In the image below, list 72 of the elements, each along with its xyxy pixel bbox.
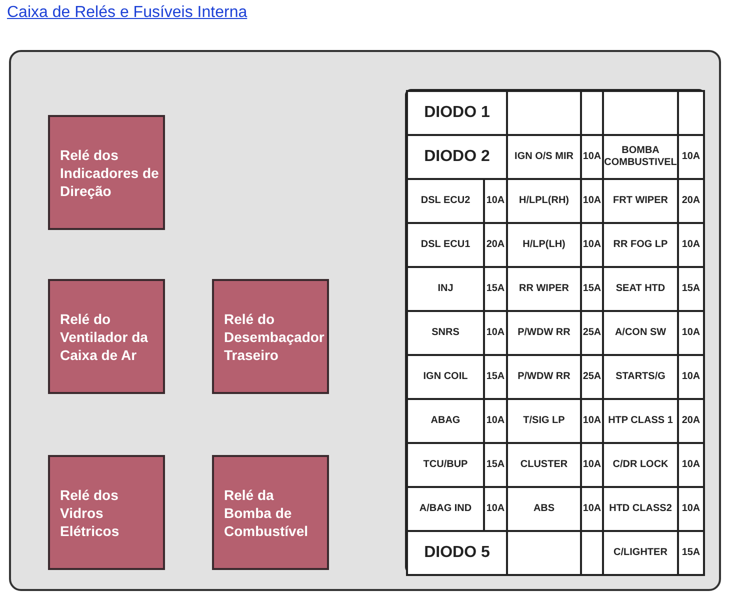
fuse-label: ABAG <box>430 415 460 427</box>
fuse-label: 15A <box>682 547 700 559</box>
relay-label: Relé do Desembaçador Traseiro <box>224 310 324 364</box>
fuse-label: 20A <box>486 239 505 251</box>
fuse-label: BOMBA COMBUSTIVEL <box>604 145 677 169</box>
fuse-label: 10A <box>582 239 602 251</box>
relay-label: Relé dos Indicadores de Direção <box>60 146 159 200</box>
fuse-label: T/SIG LP <box>523 415 565 427</box>
fuse-label: DIODO 2 <box>424 151 490 163</box>
fuse-label: SEAT HTD <box>616 283 666 295</box>
fuse-label: 15A <box>486 371 505 383</box>
fuse-label: 25A <box>582 327 602 339</box>
fuse-label: 15A <box>682 283 700 295</box>
fuse-label: 10A <box>682 459 700 471</box>
fuse-label: P/WDW RR <box>518 327 570 339</box>
fuse-box-housing <box>9 50 721 591</box>
fuse-label: 10A <box>486 503 505 515</box>
fuse-label: P/WDW RR <box>518 371 570 383</box>
fuse-label: 10A <box>682 327 700 339</box>
fuse-label: SNRS <box>432 327 460 339</box>
fuse-label: 10A <box>582 151 602 163</box>
relay-box <box>212 279 329 394</box>
fuse-label: 15A <box>486 459 505 471</box>
fuse-label: A/BAG IND <box>419 503 472 515</box>
fuse-label: 10A <box>486 195 505 207</box>
relay-box <box>48 279 165 394</box>
fuse-label: 10A <box>682 151 700 163</box>
fuse-label: RR FOG LP <box>613 239 668 251</box>
relay-label: Relé do Ventilador da Caixa de Ar <box>60 310 149 364</box>
fuse-label: HTP CLASS 1 <box>608 415 673 427</box>
fuse-label: IGN O/S MIR <box>514 151 574 163</box>
fuse-label: 10A <box>486 415 505 427</box>
fuse-label: DIODO 1 <box>424 107 490 119</box>
fuse-label: CLUSTER <box>520 459 568 471</box>
relay-box <box>48 115 165 230</box>
fuse-label: DIODO 5 <box>424 547 490 559</box>
fuse-label: 15A <box>486 283 505 295</box>
fuse-panel <box>405 89 705 573</box>
fuse-label: FRT WIPER <box>613 195 668 207</box>
fuse-label: 10A <box>682 503 700 515</box>
fuse-label: DSL ECU1 <box>420 239 470 251</box>
fuse-label: 10A <box>682 239 700 251</box>
relay-label: Relé da Bomba de Combustível <box>224 486 310 540</box>
fuse-slot <box>406 90 508 136</box>
fuse-label: 10A <box>582 503 602 515</box>
fuse-label: 25A <box>582 371 602 383</box>
fuse-label: HTD CLASS2 <box>609 503 672 515</box>
fuse-label: RR WIPER <box>519 283 569 295</box>
fuse-label: STARTS/G <box>616 371 666 383</box>
fuse-label: TCU/BUP <box>423 459 468 471</box>
fuse-label: 10A <box>486 327 505 339</box>
fuse-slot <box>406 530 508 576</box>
fuse-label: 15A <box>582 283 602 295</box>
fuse-label: 20A <box>682 415 700 427</box>
fuse-label: C/LIGHTER <box>614 547 668 559</box>
title-link: Caixa de Relés e Fusíveis Interna <box>7 4 248 22</box>
relay-label: Relé dos Vidros Elétricos <box>60 486 120 540</box>
fuse-label: IGN COIL <box>423 371 468 383</box>
fuse-label: 10A <box>582 195 602 207</box>
fuse-label: H/LP(LH) <box>522 239 566 251</box>
fuse-label: H/LPL(RH) <box>519 195 569 207</box>
fuse-label: INJ <box>438 283 454 295</box>
fuse-label: C/DR LOCK <box>612 459 668 471</box>
fuse-label: 10A <box>582 415 602 427</box>
fuse-label: 10A <box>582 459 602 471</box>
fuse-label: A/CON SW <box>614 327 666 339</box>
fuse-label: DSL ECU2 <box>420 195 470 207</box>
fuse-label: ABS <box>533 503 555 515</box>
fuse-label: 10A <box>682 371 700 383</box>
relay-box <box>48 455 165 570</box>
fuse-label: 20A <box>682 195 700 207</box>
relay-box <box>212 455 329 570</box>
